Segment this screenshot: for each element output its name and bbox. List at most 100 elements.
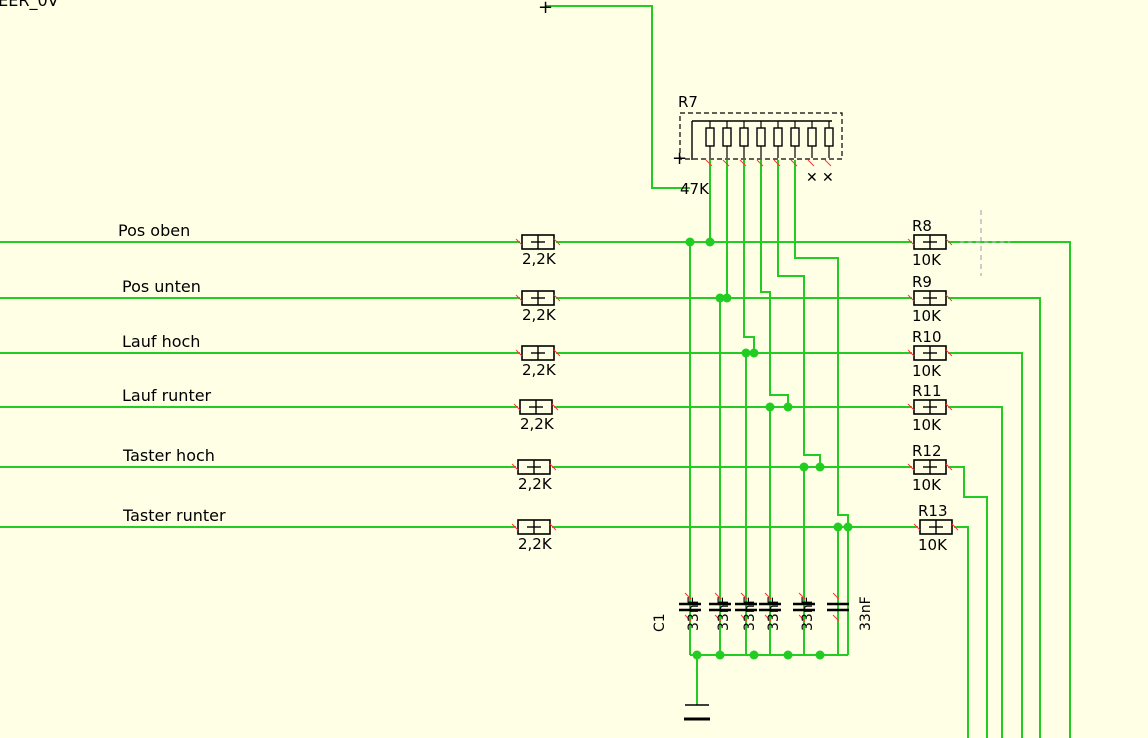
pull-resistor[interactable] (907, 234, 953, 250)
pull-resistor[interactable] (907, 459, 953, 475)
pin-mark (832, 592, 840, 600)
junction-dot (749, 650, 759, 660)
array-resistor-3 (739, 127, 749, 147)
pin-mark (907, 349, 915, 357)
pin-mark (740, 592, 748, 600)
pin-mark (907, 238, 915, 246)
pin-mark (945, 294, 953, 302)
pull-resistor[interactable] (907, 290, 953, 306)
wire-pullup-6 (794, 160, 849, 527)
series-resistor[interactable] (511, 519, 557, 535)
junction-dot (715, 650, 725, 660)
wire-out-5 (948, 466, 988, 738)
pull-resistor-ref: R9 (912, 273, 932, 291)
series-resistor[interactable] (511, 459, 557, 475)
resistor-array-plus: + (672, 148, 687, 169)
pin-mark (945, 238, 953, 246)
pull-resistor[interactable] (907, 345, 953, 361)
pin-mark (515, 294, 523, 302)
pull-resistor-value: 10K (912, 476, 942, 494)
array-resistor-1 (705, 127, 715, 147)
pin-mark (945, 349, 953, 357)
capacitor-ref: C1 (652, 613, 668, 632)
series-resistor[interactable] (515, 345, 561, 361)
junction-dot (722, 293, 732, 303)
net-label: Lauf hoch (122, 332, 200, 351)
series-resistor-value: 2,2K (522, 250, 557, 268)
pin-mark (515, 349, 523, 357)
array-resistor-5 (773, 127, 783, 147)
pin-mark (832, 614, 840, 622)
wire-pullup-4 (760, 160, 789, 407)
pin-mark (515, 238, 523, 246)
pull-resistor[interactable] (907, 399, 953, 415)
top-net-label: SEER_0V (0, 0, 59, 11)
pin-mark (740, 614, 748, 622)
pull-resistor[interactable] (913, 519, 959, 535)
array-resistor-8 (824, 127, 834, 147)
ground-icon (684, 704, 710, 721)
array-pin-mark (705, 159, 713, 167)
series-resistor-value: 2,2K (522, 306, 557, 324)
pull-resistor-value: 10K (912, 416, 942, 434)
resistor-array-value: 47K (680, 180, 710, 198)
wire-pullup-3 (743, 160, 755, 353)
array-pin-mark (807, 159, 815, 167)
pull-resistor-ref: R10 (912, 328, 942, 346)
pin-mark (764, 614, 772, 622)
series-resistor[interactable] (515, 234, 561, 250)
pin-mark (798, 592, 806, 600)
pin-mark (551, 403, 559, 411)
series-resistor[interactable] (513, 399, 559, 415)
array-pin-mark (773, 159, 781, 167)
capacitor: 33nF (759, 592, 782, 631)
junction-dot (833, 522, 843, 532)
pull-resistor-ref: R8 (912, 217, 932, 235)
pin-mark (511, 463, 519, 471)
array-pin-mark (722, 159, 730, 167)
pull-resistor-value: 10K (918, 536, 948, 554)
pin-mark (549, 463, 557, 471)
array-pin-mark (790, 159, 798, 167)
pin-mark (553, 238, 561, 246)
junction-dot (815, 650, 825, 660)
wire-out-6 (954, 526, 969, 738)
pin-mark (549, 523, 557, 531)
series-resistor-value: 2,2K (522, 361, 557, 379)
wire-out-1 (948, 241, 1071, 738)
wire-layer (0, 5, 1071, 738)
pull-resistor-value: 10K (912, 251, 942, 269)
junction-dot (799, 462, 809, 472)
resistor-array-r7[interactable]: + ✕ ✕ R7 47K (672, 93, 843, 198)
pin-mark (513, 403, 521, 411)
pin-mark (951, 523, 959, 531)
pin-mark (684, 592, 692, 600)
junction-dot (765, 402, 775, 412)
wire-pullup-5 (777, 160, 821, 467)
pin-mark (907, 294, 915, 302)
capacitor-value: 33nF (766, 596, 782, 631)
series-resistor[interactable] (515, 290, 561, 306)
resistor-array-nc-2: ✕ (822, 170, 834, 186)
array-pin-mark (739, 159, 747, 167)
pull-resistor-ref: R12 (912, 442, 942, 460)
series-resistor-value: 2,2K (518, 475, 553, 493)
capacitor-value: 33nF (800, 596, 816, 631)
capacitor: 33nF (735, 592, 758, 631)
resistor-array-nc-1: ✕ (806, 170, 818, 186)
pin-mark (684, 614, 692, 622)
capacitor: 33nF (793, 592, 816, 631)
resistor-array-ref: R7 (678, 93, 698, 111)
array-resistor-2 (722, 127, 732, 147)
net-label: Lauf runter (122, 386, 212, 405)
capacitor: 33nF (709, 592, 732, 631)
pin-mark (945, 463, 953, 471)
pin-mark (553, 294, 561, 302)
pin-mark (714, 592, 722, 600)
net-label: Pos oben (118, 221, 190, 240)
pin-mark (553, 349, 561, 357)
supply-plus-icon: + (538, 0, 553, 18)
wire-out-3 (948, 352, 1023, 738)
array-pin-mark (824, 159, 832, 167)
